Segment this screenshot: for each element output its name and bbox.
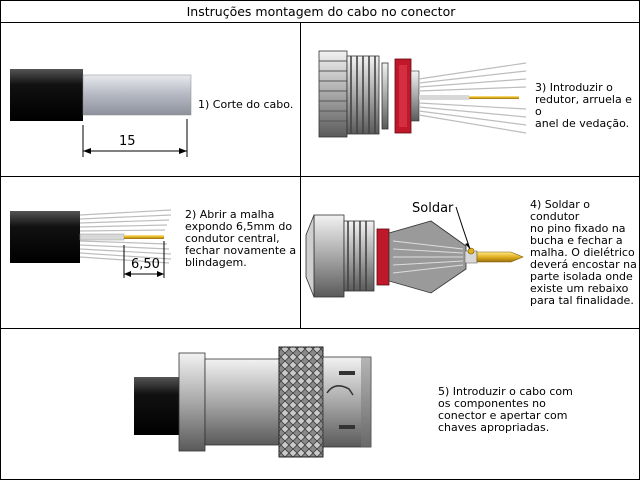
reducer-washer-seal-illustration [318,50,527,138]
solder-illustration [305,206,524,298]
cable-jacket [10,69,83,121]
step-1-text: 1) Corte do cabo. [198,98,294,111]
center-conductor [124,235,164,239]
row-divider-2 [1,328,640,329]
contact-pin [476,251,524,263]
exposed-length-dimension: 6,50 [131,257,160,272]
sheet-title: Instruções montagem do cabo no conector [1,1,640,23]
cut-cable-illustration [10,69,192,157]
cable-insulation [82,74,192,116]
cut-length-dimension: 15 [119,134,136,149]
column-divider [300,23,301,328]
knurled-nut [278,346,324,458]
solder-label: Soldar [412,201,454,216]
row-divider-1 [1,176,640,177]
cable-jacket-2 [10,211,80,263]
assembled-connector-illustration [134,346,372,458]
braid-open-illustration [10,209,172,278]
